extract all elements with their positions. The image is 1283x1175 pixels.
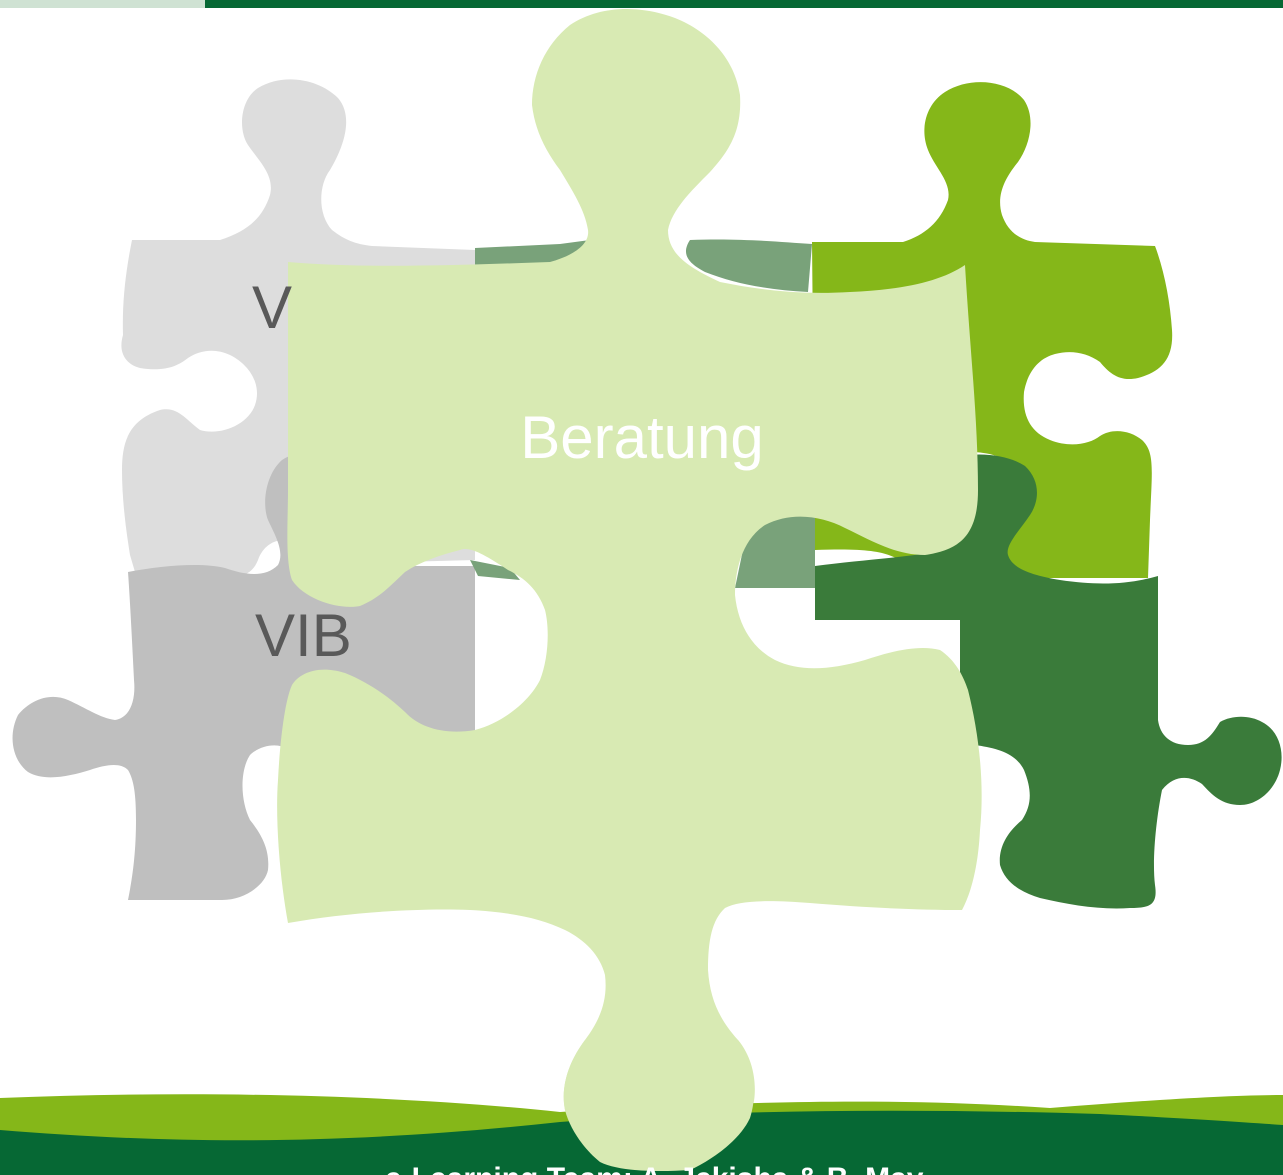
- overlap-top-right: [685, 239, 812, 292]
- puzzle-piece-center-tab: [563, 1040, 755, 1172]
- puzzle-piece-center: [277, 8, 982, 1160]
- puzzle-piece-bottom-right: [815, 454, 1282, 909]
- label-center: Beratung: [520, 404, 764, 471]
- header-bar-light: [0, 0, 205, 8]
- footer-credit: e-Learning Team: A. Jekisha & B. May: [385, 1162, 924, 1175]
- label-top-left: V: [252, 274, 292, 341]
- label-bottom-left: VIB: [255, 602, 352, 669]
- overlap-center-left: [470, 560, 520, 580]
- header-bar-dark: [0, 0, 1283, 8]
